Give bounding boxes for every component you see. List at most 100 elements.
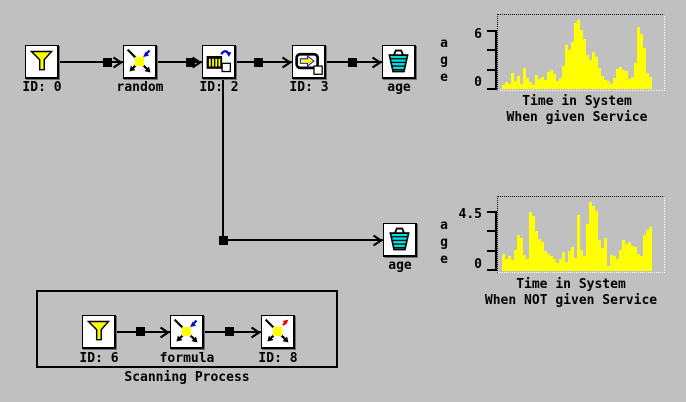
group-box-label: Scanning Process [124, 370, 250, 385]
block-age1-exit[interactable] [382, 45, 416, 79]
histogram-bar [514, 81, 517, 89]
histogram-bar [568, 50, 571, 89]
y-axis [487, 211, 497, 271]
histogram-bar [628, 242, 631, 271]
trash-icon [388, 49, 409, 73]
histogram-bar [511, 260, 514, 271]
histogram-bar [601, 76, 604, 89]
histogram-bar [526, 259, 529, 271]
histogram-bar [595, 57, 598, 89]
histogram-bar [571, 42, 574, 89]
wire-id0-random [59, 61, 123, 63]
wire-arrowhead-icon [250, 326, 261, 339]
block-age2-exit[interactable] [383, 223, 417, 257]
histogram-bar [556, 81, 559, 89]
histogram-bar [544, 80, 547, 89]
histogram-bar [625, 71, 628, 89]
wire-node [136, 327, 145, 336]
histogram-bar [646, 73, 649, 89]
histogram-bar [619, 250, 622, 271]
histogram-bar [607, 266, 610, 271]
wire-node [225, 327, 234, 336]
histogram-bar [565, 45, 568, 89]
block-id0-generator[interactable] [25, 45, 59, 79]
plot-area[interactable] [497, 14, 665, 91]
histogram-bar [640, 34, 643, 89]
histogram-bar [574, 258, 577, 271]
histogram-bar [622, 70, 625, 89]
block-id8-output[interactable] [261, 315, 295, 349]
wire-node [219, 236, 228, 245]
y-axis [487, 30, 497, 90]
scanning-process-box[interactable] [36, 290, 338, 368]
histogram-bar [649, 77, 652, 89]
histogram-bar [526, 78, 529, 89]
histogram-bar [637, 27, 640, 89]
plot-area[interactable] [497, 196, 665, 273]
y-axis-letter: g [440, 235, 448, 250]
histogram-bar [511, 73, 514, 89]
histogram-bar [541, 242, 544, 271]
plot-title-line2: When NOT given Service [484, 293, 658, 308]
block-random-input[interactable] [123, 45, 157, 79]
y-tick-label-min: 0 [474, 257, 482, 272]
random-input-icon [126, 48, 151, 73]
histogram-bar [556, 263, 559, 271]
histogram-bar [559, 78, 562, 89]
plot-title-line1: Time in System [522, 94, 632, 109]
histogram-bar [514, 250, 517, 271]
histogram-bar [529, 212, 532, 271]
wire-random-id2 [157, 61, 202, 63]
block-id3-activity[interactable] [292, 45, 326, 79]
block-label-age1: age [387, 80, 411, 95]
histogram-bar [517, 76, 520, 89]
block-formula[interactable] [170, 315, 204, 349]
wire-arrowhead-icon [112, 56, 123, 69]
activity-icon [295, 52, 323, 75]
histogram-bar [541, 77, 544, 89]
y-axis-letter: a [440, 218, 448, 233]
histogram-bar [604, 80, 607, 89]
block-id2-queue[interactable] [202, 45, 236, 79]
histogram-bar [649, 227, 652, 271]
histogram-bar [508, 256, 511, 271]
wire-arrowhead-icon [371, 56, 382, 69]
trash-icon [389, 227, 410, 251]
histogram-bar [619, 67, 622, 89]
histogram-bar [631, 246, 634, 271]
histogram-bar [583, 256, 586, 271]
histogram-bar [592, 52, 595, 89]
histogram-bar [535, 231, 538, 271]
wire-id2-down [222, 79, 224, 241]
histogram-bar [571, 247, 574, 271]
block-label-id6: ID: 6 [79, 351, 119, 366]
histogram-bar [637, 254, 640, 271]
plot-title-line1: Time in System [516, 277, 626, 292]
histogram-bar [577, 20, 580, 89]
histogram-bar [523, 68, 526, 89]
histogram-bar [502, 254, 505, 271]
histogram-bar [610, 84, 613, 89]
histogram-bar [622, 240, 625, 271]
y-axis-letter: a [440, 36, 448, 51]
queue-icon [206, 50, 232, 73]
wire-to-age2 [222, 239, 383, 241]
histogram-bar [508, 84, 511, 89]
histogram-bar [520, 84, 523, 89]
wire-node [348, 58, 357, 67]
histogram-bar [634, 247, 637, 271]
histogram-bars [502, 20, 652, 89]
histogram-bar [565, 262, 568, 271]
wire-arrowhead-icon [372, 234, 383, 247]
y-tick-label-max: 6 [474, 27, 482, 42]
histogram-bar [547, 72, 550, 89]
histogram-bar [616, 259, 619, 271]
histogram-bar [547, 254, 550, 271]
wire-node [254, 58, 263, 67]
histogram-bar [562, 66, 565, 89]
block-id6-generator[interactable] [82, 315, 116, 349]
